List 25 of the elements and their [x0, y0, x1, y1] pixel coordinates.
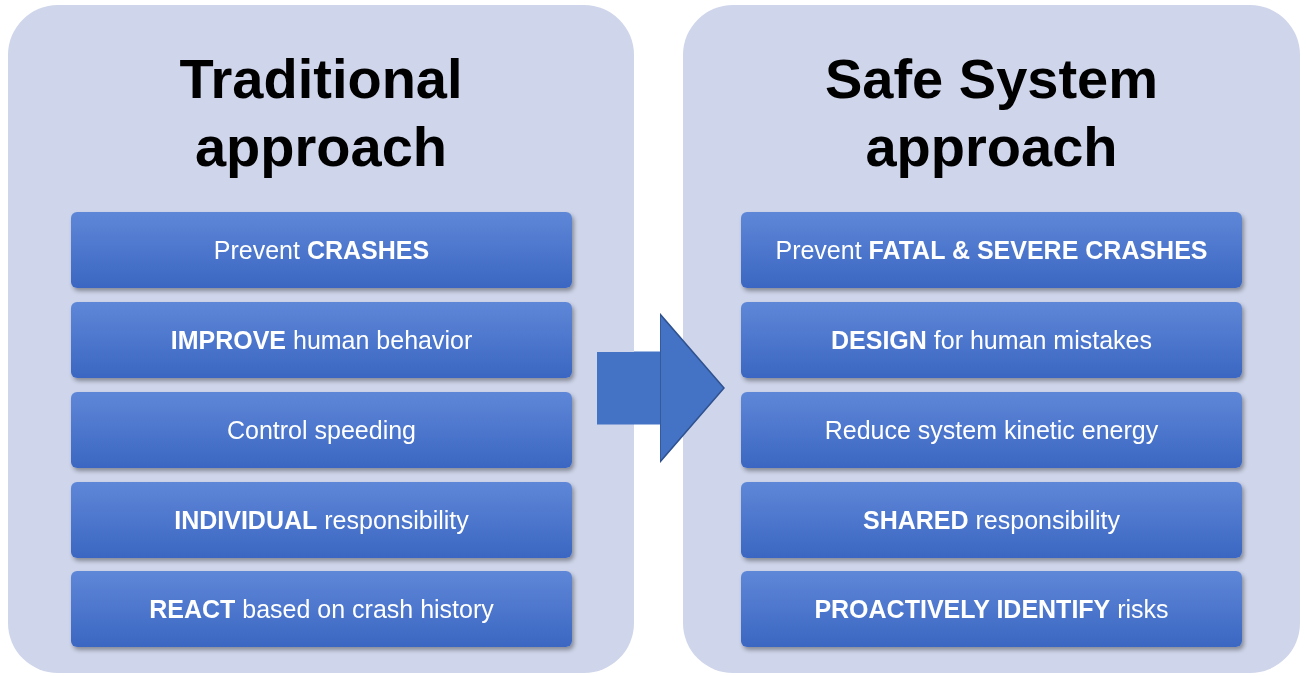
- item-text: Prevent CRASHES: [213, 235, 430, 265]
- item-box: [741, 392, 1242, 468]
- item-box: [71, 482, 572, 558]
- panel-title: Safe System approach: [823, 46, 1160, 180]
- item-text: REACT based on crash history: [149, 594, 494, 624]
- item-text: Prevent FATAL & SEVERE CRASHES: [775, 235, 1208, 265]
- item-text: SHARED responsibility: [863, 505, 1120, 535]
- panel: [683, 5, 1300, 673]
- item-box: [71, 302, 572, 378]
- item-text: INDIVIDUAL responsibility: [174, 505, 469, 535]
- item-text: DESIGN for human mistakes: [831, 325, 1152, 355]
- block-arrow: [597, 313, 725, 463]
- item-box: [71, 392, 572, 468]
- item-text: Control speeding: [227, 415, 416, 445]
- item-box: [71, 212, 572, 288]
- item-box: [741, 302, 1242, 378]
- item-box: [741, 482, 1242, 558]
- item-text: Reduce system kinetic energy: [824, 415, 1159, 445]
- panel: [8, 5, 634, 673]
- item-box: [741, 571, 1242, 647]
- item-text: IMPROVE human behavior: [170, 325, 473, 355]
- item-text: PROACTIVELY IDENTIFY risks: [814, 594, 1169, 624]
- item-box: [741, 212, 1242, 288]
- item-box: [71, 571, 572, 647]
- panel-title: Traditional approach: [178, 46, 464, 180]
